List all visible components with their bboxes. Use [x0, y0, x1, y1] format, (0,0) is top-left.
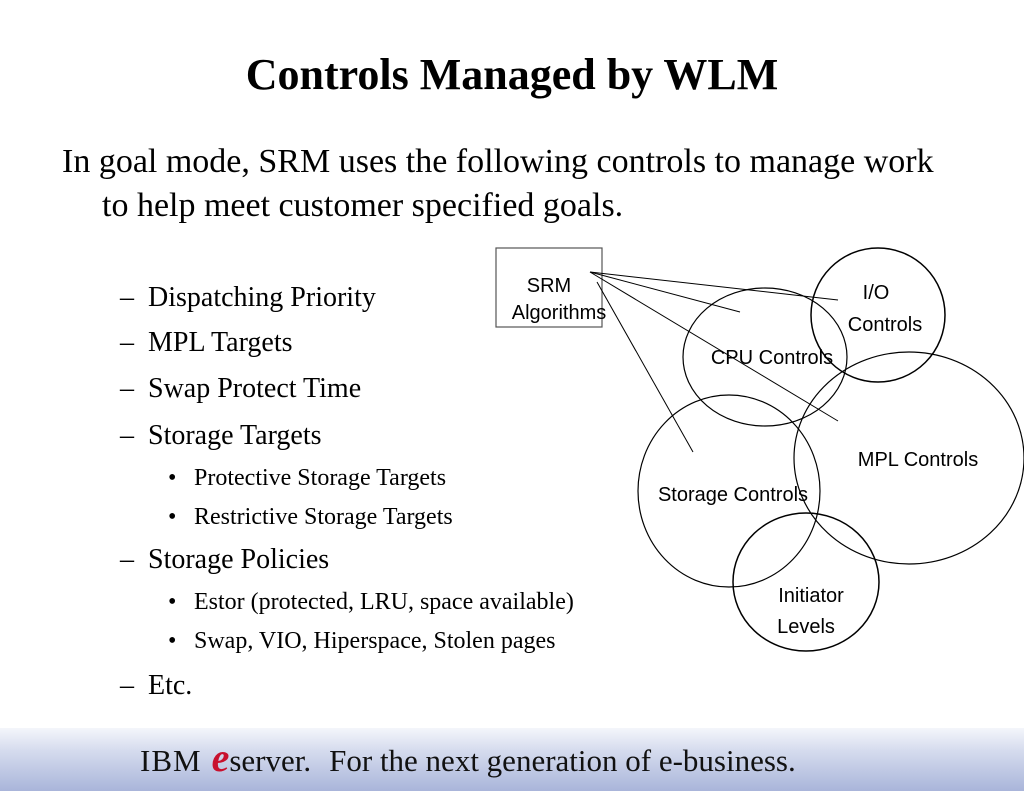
- initiator-label-line2: Levels: [777, 616, 835, 638]
- cpu-label: CPU Controls: [711, 347, 833, 369]
- footer-tagline: IBM eserver. For the next generation of e-…: [140, 736, 796, 783]
- eserver-e-logo: e: [211, 735, 230, 780]
- connector-line-storage: [596, 281, 694, 453]
- bullet-text: Etc.: [148, 670, 193, 701]
- bullet-text: Dispatching Priority: [148, 282, 376, 313]
- ibm-logo-text: IBM: [140, 743, 202, 778]
- io-circle: [810, 247, 946, 383]
- footer-slogan: For the next generation of e-business.: [329, 743, 796, 778]
- connector-line-mpl: [589, 271, 839, 422]
- io-label-line1: I/O: [863, 282, 890, 304]
- initiator-circle: [732, 512, 880, 652]
- footer-banner: IBM eserver. For the next generation of e-…: [0, 728, 1024, 791]
- srm-label-line2: Algorithms: [512, 302, 606, 324]
- bullet-text: Storage Policies: [148, 544, 330, 575]
- connector-line-io: [589, 271, 839, 301]
- dash-marker: –: [120, 327, 134, 358]
- dash-marker: –: [120, 544, 134, 575]
- bullet-text: Protective Storage Targets: [194, 465, 447, 491]
- eserver-text: server.: [229, 743, 312, 778]
- slide-title: Controls Managed by WLM: [245, 50, 779, 99]
- bullet-text: Swap Protect Time: [148, 373, 362, 404]
- dash-marker: –: [120, 282, 134, 313]
- srm-box: [495, 247, 603, 328]
- dot-marker: •: [168, 504, 177, 530]
- dash-marker: –: [120, 373, 134, 404]
- storage-circle: [637, 394, 821, 588]
- dot-marker: •: [168, 465, 177, 491]
- io-label-line2: Controls: [848, 314, 922, 336]
- initiator-label-line1: Initiator: [778, 585, 844, 607]
- bullet-text: Estor (protected, LRU, space available): [194, 589, 574, 615]
- bullet-text: MPL Targets: [148, 327, 293, 358]
- dash-marker: –: [120, 670, 134, 701]
- dash-marker: –: [120, 420, 134, 451]
- bullet-text: Storage Targets: [148, 420, 322, 451]
- mpl-circle: [793, 351, 1024, 565]
- controls-diagram: SRM Algorithms I/O Controls CPU Controls…: [495, 247, 1024, 652]
- dot-marker: •: [168, 628, 177, 654]
- connector-line-cpu: [589, 271, 741, 313]
- dot-marker: •: [168, 589, 177, 615]
- intro-text: In goal mode, SRM uses the following con…: [62, 143, 934, 224]
- storage-label: Storage Controls: [658, 484, 808, 506]
- srm-label-line1: SRM: [527, 275, 571, 297]
- cpu-circle: [682, 287, 848, 427]
- bullet-text: Swap, VIO, Hiperspace, Stolen pages: [194, 628, 556, 654]
- mpl-label: MPL Controls: [858, 449, 978, 471]
- bullet-text: Restrictive Storage Targets: [194, 504, 453, 530]
